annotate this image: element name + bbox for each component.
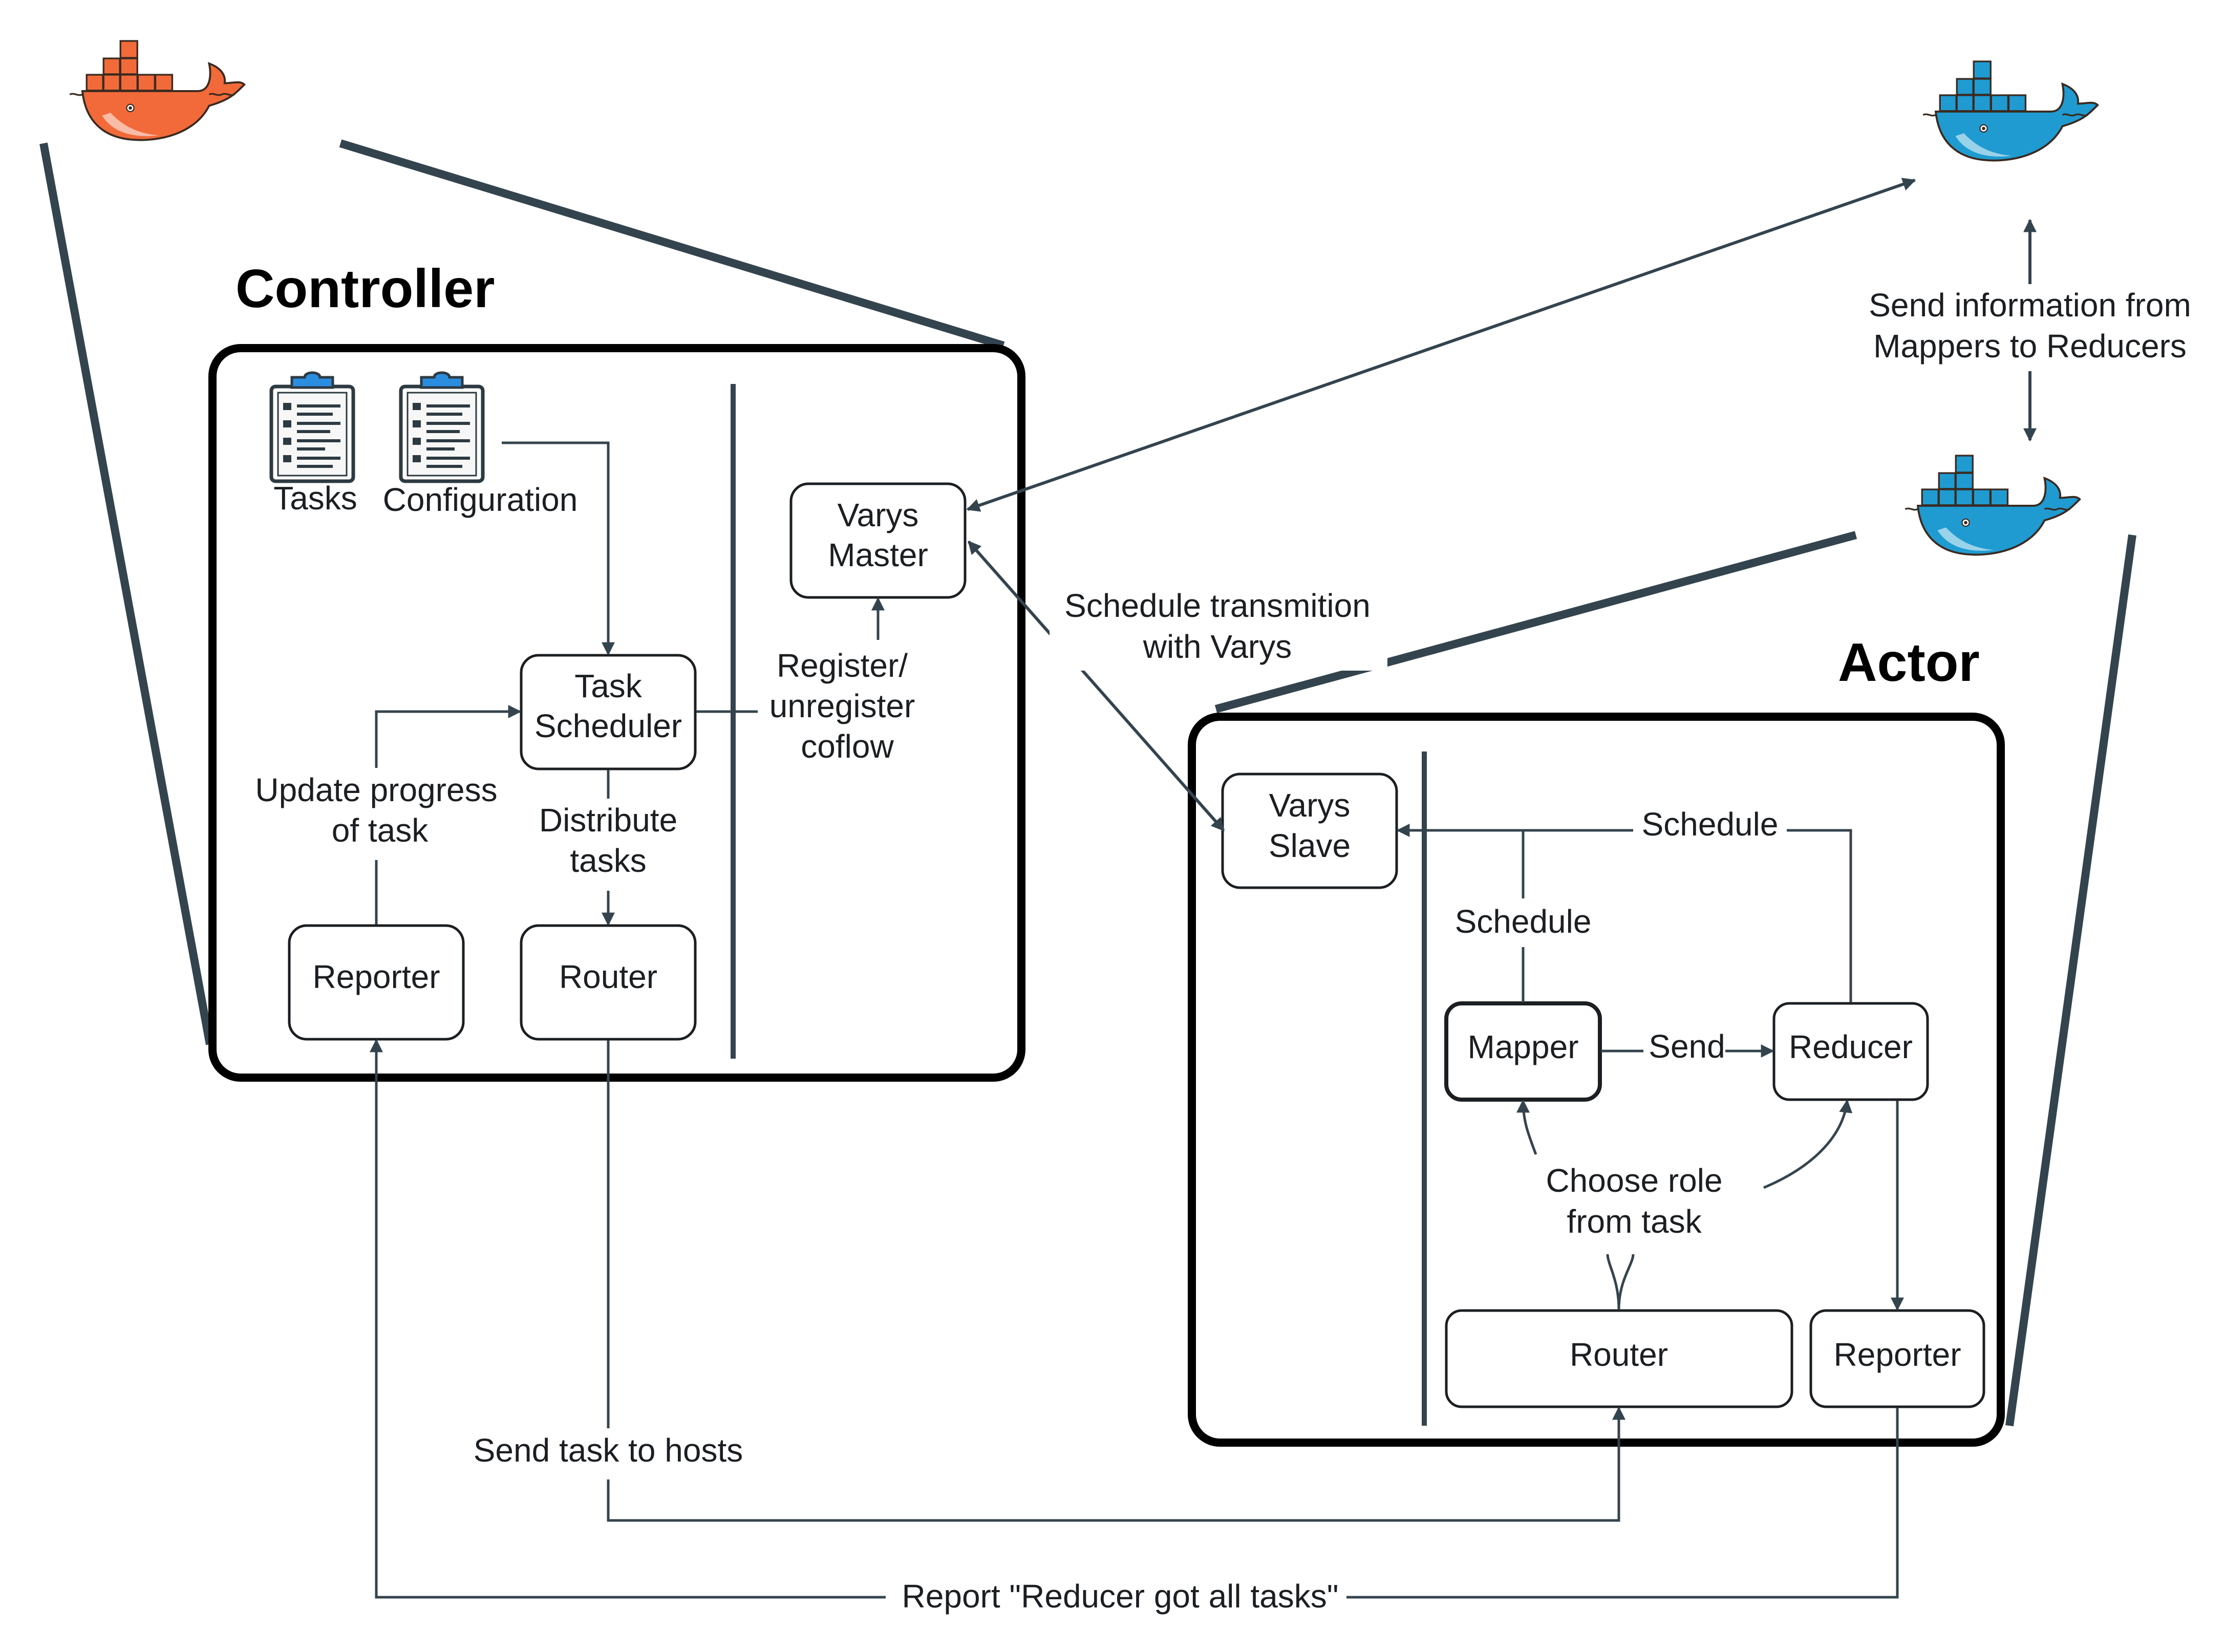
tasks-icon (271, 373, 353, 481)
schedule-top-label: Schedule (1642, 806, 1779, 843)
varys-master-to-whale-edge (966, 178, 1916, 512)
send-task-to-hosts-edge (607, 1040, 1625, 1522)
config-to-scheduler-edge (502, 441, 615, 656)
controller-reporter-label: Reporter (313, 958, 440, 995)
report-reducer-label: Report "Reducer got all tasks" (902, 1578, 1339, 1615)
choose-role-label-1: Choose role (1546, 1162, 1722, 1199)
choose-to-mapper-edge (1516, 1099, 1537, 1155)
actor-frame (1188, 713, 2005, 1447)
reducer-label: Reducer (1789, 1028, 1913, 1065)
register-label-2: unregister (769, 688, 915, 724)
docker-whale-icon (69, 40, 246, 141)
task-scheduler-label-2: Scheduler (534, 707, 682, 744)
choose-role-label-2: from task (1567, 1203, 1702, 1240)
task-scheduler-label-1: Task (574, 668, 643, 704)
router-choose-stem-edge (1606, 1254, 1620, 1310)
schedule-transmission-label-2: with Varys (1143, 628, 1292, 665)
router-choose-stem-edge-2 (1617, 1254, 1635, 1310)
docker-whale-icon (1922, 60, 2099, 162)
docker-whale-icon (1904, 455, 2081, 556)
configuration-label: Configuration (383, 481, 578, 518)
send-info-label-2: Mappers to Reducers (1873, 328, 2187, 364)
send-label: Send (1649, 1028, 1725, 1065)
varys-master-label-2: Master (828, 537, 928, 573)
tasks-label: Tasks (273, 480, 357, 517)
register-label-1: Register/ (777, 647, 908, 684)
reducer-to-varys-slave-edge (1396, 824, 1852, 1002)
schedule-left-label: Schedule (1455, 903, 1592, 940)
controller-title: Controller (236, 259, 495, 319)
varys-master-to-slave-edge (967, 541, 1225, 831)
actor-reporter-label: Reporter (1834, 1336, 1961, 1373)
zoom-lines (39, 139, 2136, 1427)
choose-to-reducer-edge (1763, 1099, 1853, 1189)
register-label-3: coflow (801, 728, 894, 765)
mapper-label: Mapper (1468, 1028, 1579, 1065)
actor-title: Actor (1838, 632, 1980, 693)
configuration-icon (401, 373, 483, 481)
distribute-tasks-label-1: Distribute (539, 802, 677, 839)
distribute-tasks-label-2: tasks (570, 842, 646, 879)
controller-router-label: Router (559, 958, 657, 995)
update-progress-label-1: Update progress (255, 771, 497, 808)
actor-router-label: Router (1570, 1336, 1668, 1373)
schedule-transmission-label-1: Schedule transmition (1064, 587, 1371, 624)
varys-slave-label-2: Slave (1269, 827, 1351, 864)
send-info-label-1: Send information from (1869, 287, 2191, 324)
send-task-to-hosts-label: Send task to hosts (474, 1432, 743, 1469)
varys-slave-label-1: Varys (1269, 787, 1351, 824)
varys-master-label-1: Varys (838, 497, 919, 533)
update-progress-label-2: of task (332, 812, 429, 849)
